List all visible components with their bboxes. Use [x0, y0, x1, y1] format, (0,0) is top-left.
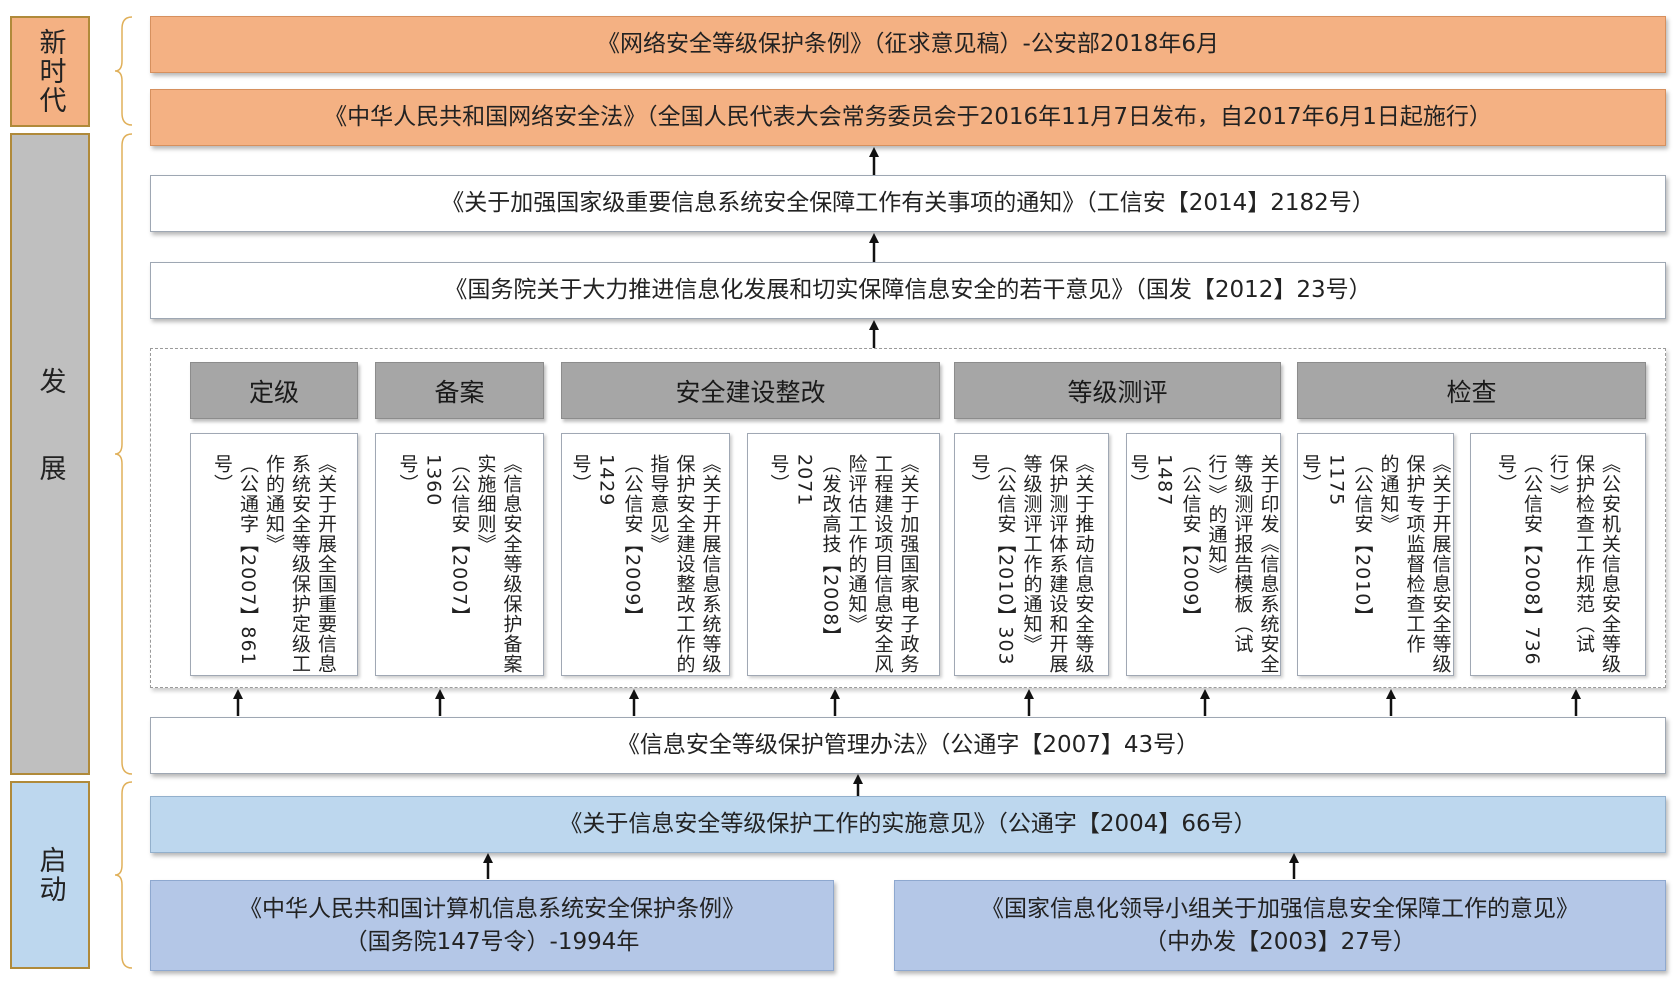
phase-start: 启动: [10, 781, 90, 969]
doc-assessment-system-notice-text: 《关于推动信息安全等级 保护测评体系建设和开展 等级测评工作的通知》 （公信安【…: [968, 454, 1095, 674]
opinion-2003-text: 《国家信息化领导小组关于加强信息安全保障工作的意见》 （中办发【2003】27号…: [981, 895, 1579, 955]
opinion-2012-text: 《国务院关于大力推进信息化发展和切实保障信息安全的若干意见》（国发【2012】2…: [444, 277, 1372, 303]
doc-rectification-guidance-text: 《关于开展信息系统等级 保护安全建设整改工作的 指导意见》 （公信安【2009】…: [569, 454, 722, 674]
doc-filing-rules: 《信息安全等级保护备案 实施细则》 （公信安【2007】1360 号）: [375, 433, 544, 676]
opinion-2003-box: 《国家信息化领导小组关于加强信息安全保障工作的意见》 （中办发【2003】27号…: [894, 880, 1666, 971]
phase-new-era: 新时代: [10, 16, 90, 127]
regulation-2018-box: 《网络安全等级保护条例》（征求意见稿）-公安部2018年6月: [150, 16, 1666, 73]
brace-development: [114, 133, 133, 775]
doc-grading-notice-text: 《关于开展全国重要信息 系统安全等级保护定级工 作的通知》 （公通字【2007】…: [211, 454, 337, 674]
doc-filing-rules-text: 《信息安全等级保护备案 实施细则》 （公信安【2007】1360 号）: [396, 454, 523, 674]
regulation-2018-text: 《网络安全等级保护条例》（征求意见稿）-公安部2018年6月: [597, 31, 1219, 57]
opinion-2012-box: 《国务院关于大力推进信息化发展和切实保障信息安全的若干意见》（国发【2012】2…: [150, 262, 1666, 319]
doc-inspection-notice-text: 《关于开展信息安全等级 保护专项监督检查工作 的通知》 （公信安【2010】11…: [1299, 454, 1452, 674]
doc-assessment-system-notice: 《关于推动信息安全等级 保护测评体系建设和开展 等级测评工作的通知》 （公信安【…: [954, 433, 1109, 676]
phase-start-label: 启动: [34, 846, 66, 904]
doc-rectification-guidance: 《关于开展信息系统等级 保护安全建设整改工作的 指导意见》 （公信安【2009】…: [561, 433, 730, 676]
regulation-1994-text: 《中华人民共和国计算机信息系统安全保护条例》 （国务院147号令）-1994年: [239, 895, 745, 955]
regulation-1994-box: 《中华人民共和国计算机信息系统安全保护条例》 （国务院147号令）-1994年: [150, 880, 834, 971]
cybersecurity-law-text: 《中华人民共和国网络安全法》（全国人民代表大会常务委员会于2016年11月7日发…: [324, 104, 1492, 130]
category-rectification: 安全建设整改: [561, 362, 940, 419]
category-assessment: 等级测评: [954, 362, 1281, 419]
category-grading: 定级: [190, 362, 358, 419]
management-measures-text: 《信息安全等级保护管理办法》（公通字【2007】43号）: [616, 732, 1200, 758]
phase-new-era-label: 新时代: [34, 28, 66, 115]
notice-2014-text: 《关于加强国家级重要信息系统安全保障工作有关事项的通知》（工信安【2014】21…: [441, 190, 1375, 216]
brace-new-era: [114, 16, 133, 126]
phase-development: 发展: [10, 133, 90, 775]
management-measures-box: 《信息安全等级保护管理办法》（公通字【2007】43号）: [150, 717, 1666, 774]
cybersecurity-law-box: 《中华人民共和国网络安全法》（全国人民代表大会常务委员会于2016年11月7日发…: [150, 89, 1666, 146]
category-inspection: 检查: [1297, 362, 1646, 419]
doc-inspection-spec: 《公安机关信息安全等级 保护检查工作规范（试 行）》 （公信安【2008】736…: [1470, 433, 1646, 676]
category-filing: 备案: [375, 362, 544, 419]
doc-grading-notice: 《关于开展全国重要信息 系统安全等级保护定级工 作的通知》 （公通字【2007】…: [190, 433, 358, 676]
doc-egov-risk-notice: 《关于加强国家电子政务 工程建设项目信息安全风 险评估工作的通知》 （发改高技【…: [747, 433, 940, 676]
doc-report-template-notice: 关于印发《信息系统安全 等级测评报告模板（试 行）》的通知》 （公信安【2009…: [1126, 433, 1281, 676]
doc-report-template-notice-text: 关于印发《信息系统安全 等级测评报告模板（试 行）》的通知》 （公信安【2009…: [1127, 454, 1280, 674]
implementation-opinion-text: 《关于信息安全等级保护工作的实施意见》（公通字【2004】66号）: [559, 811, 1257, 837]
notice-2014-box: 《关于加强国家级重要信息系统安全保障工作有关事项的通知》（工信安【2014】21…: [150, 175, 1666, 232]
doc-inspection-notice: 《关于开展信息安全等级 保护专项监督检查工作 的通知》 （公信安【2010】11…: [1297, 433, 1454, 676]
doc-inspection-spec-text: 《公安机关信息安全等级 保护检查工作规范（试 行）》 （公信安【2008】736…: [1495, 454, 1621, 674]
implementation-opinion-box: 《关于信息安全等级保护工作的实施意见》（公通字【2004】66号）: [150, 796, 1666, 853]
brace-start: [114, 781, 133, 969]
phase-development-label: 发展: [34, 367, 66, 541]
doc-egov-risk-notice-text: 《关于加强国家电子政务 工程建设项目信息安全风 险评估工作的通知》 （发改高技【…: [767, 454, 920, 674]
